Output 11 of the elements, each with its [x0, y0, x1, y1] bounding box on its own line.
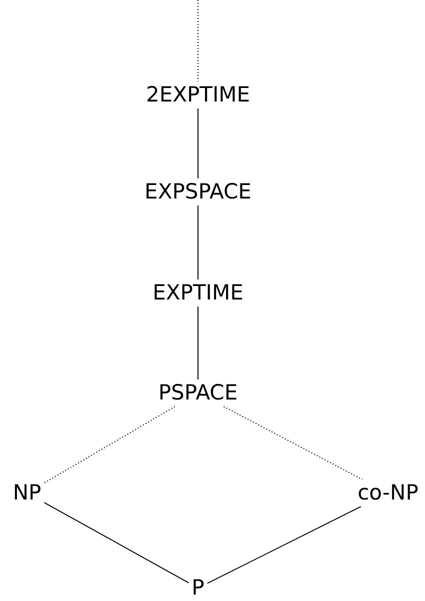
class-label: co-NP [354, 479, 422, 507]
class-label: 2EXPTIME [142, 81, 254, 109]
class-label: P [188, 574, 208, 601]
class-label: EXPSPACE [142, 178, 254, 206]
line [44, 502, 190, 584]
line [206, 506, 362, 584]
dotted-line [44, 406, 176, 484]
dotted-line [223, 406, 363, 480]
class-label: NP [10, 479, 44, 507]
class-label: PSPACE [155, 379, 241, 407]
class-label: EXPTIME [150, 279, 246, 307]
